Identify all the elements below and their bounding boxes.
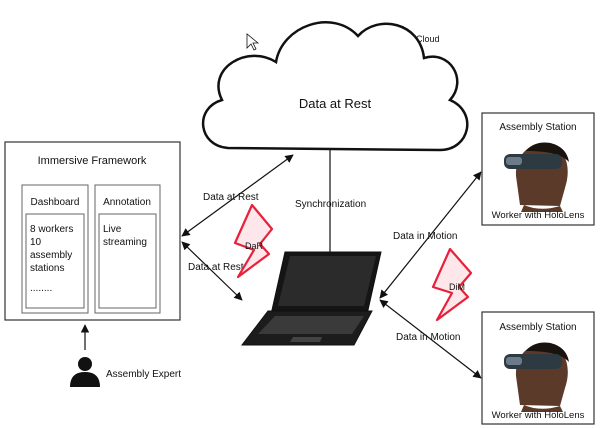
- station-title-bottom: Assembly Station: [499, 322, 576, 333]
- station-caption-top: Worker with HoloLens: [492, 210, 585, 221]
- station-caption-bottom: Worker with HoloLens: [492, 410, 585, 421]
- data-in-motion-label-bottom: Data in Motion: [396, 332, 460, 343]
- person-icon: [70, 357, 100, 387]
- annotation-line-2: streaming: [103, 237, 147, 248]
- assembly-station-top: Assembly Station Worker with HoloLens: [481, 112, 595, 226]
- cloud-shape: [202, 21, 469, 152]
- data-in-motion-arrow-bottom: [379, 299, 482, 379]
- immersive-framework: Immersive Framework Dashboard 8 workers …: [4, 141, 181, 321]
- cloud: Data at Rest Cloud: [202, 21, 469, 152]
- data-at-rest-arrow-bottom: [181, 241, 243, 301]
- station-title-top: Assembly Station: [499, 122, 576, 133]
- data-in-motion-arrow-top: [379, 171, 482, 299]
- dashboard-line-2: 10: [30, 237, 42, 248]
- dashboard-line-1: 8 workers: [30, 224, 73, 235]
- dashboard-line-4: stations: [30, 263, 64, 274]
- data-at-rest-label-bottom: Data at Rest: [188, 262, 244, 273]
- framework-title: Immersive Framework: [38, 155, 147, 167]
- worker-hololens-icon: [504, 342, 569, 412]
- worker-hololens-icon: [504, 142, 569, 212]
- laptop-icon: [240, 251, 382, 346]
- data-at-rest-label-top: Data at Rest: [203, 192, 259, 203]
- dashboard-line-5: ........: [30, 283, 52, 294]
- dashboard-line-3: assembly: [30, 250, 72, 261]
- cloud-label: Cloud: [416, 34, 440, 44]
- annotation-title: Annotation: [103, 197, 151, 208]
- assembly-station-bottom: Assembly Station Worker with HoloLens: [481, 311, 595, 425]
- data-in-motion-label-top: Data in Motion: [393, 231, 457, 242]
- annotation-inner-frame: [98, 213, 157, 309]
- synchronization-label: Synchronization: [295, 199, 366, 210]
- data-at-rest-arrow-top: [181, 154, 294, 237]
- dar-badge: DaR: [245, 241, 264, 251]
- dashboard-inner-frame: [25, 213, 85, 309]
- dashboard-title: Dashboard: [31, 197, 80, 208]
- assembly-expert: Assembly Expert: [70, 324, 181, 387]
- mouse-cursor-icon: [246, 33, 260, 51]
- expert-label: Assembly Expert: [106, 369, 181, 380]
- dar-bolt-icon: DaR: [233, 203, 274, 279]
- dim-bolt-icon: DiM: [431, 247, 473, 322]
- cloud-title: Data at Rest: [299, 96, 372, 111]
- annotation-line-1: Live: [103, 224, 122, 235]
- dim-badge: DiM: [449, 282, 465, 292]
